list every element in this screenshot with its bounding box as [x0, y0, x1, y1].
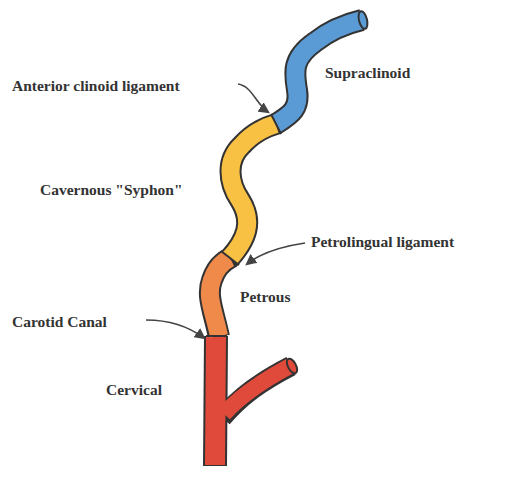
segment-label: Supraclinoid [325, 64, 410, 82]
vessel-end [285, 357, 300, 375]
landmark-label: Carotid Canal [12, 313, 107, 331]
segment-boundary [271, 114, 281, 134]
ligament-label: Anterior clinoid ligament [12, 77, 180, 95]
leader-arrow [247, 243, 305, 264]
leader-arrow [238, 84, 268, 112]
segment-label: Petrous [240, 288, 291, 306]
cervical-branch [224, 366, 290, 414]
cavernous-segment [230, 124, 276, 258]
cervical-segment [215, 336, 216, 465]
petrous-segment [210, 258, 230, 336]
leader-arrow [146, 320, 204, 338]
vessel-end [357, 10, 369, 29]
vessel-outline [215, 336, 216, 466]
segment-boundary [221, 251, 239, 265]
segment-boundary [206, 335, 227, 337]
segment-label: Cavernous "Syphon" [40, 181, 183, 199]
vessel-outline [222, 366, 291, 418]
segment-label: Cervical [106, 381, 162, 399]
ligament-label: Petrolingual ligament [311, 233, 454, 251]
